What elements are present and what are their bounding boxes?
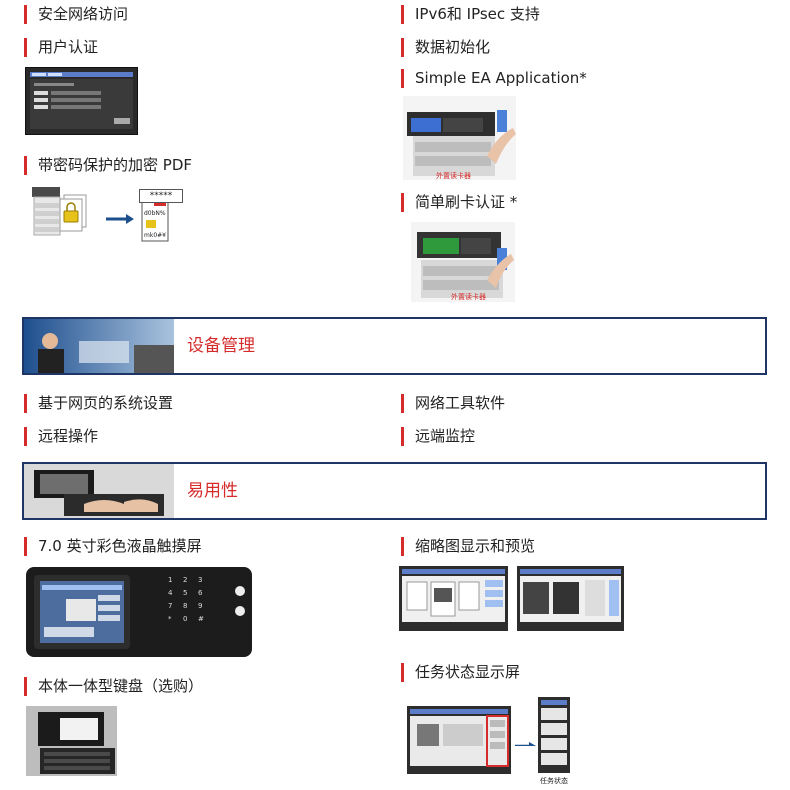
thumbnail-screen-2 <box>517 566 624 631</box>
key-9: 9 <box>198 602 203 610</box>
feature-thumbnail-preview: 缩略图显示和预览 <box>401 536 535 556</box>
feature-secure-network-access: 安全网络访问 <box>24 4 128 24</box>
pdf-password-field: ***** <box>139 189 183 203</box>
feature-card-authentication: 简单刷卡认证 * <box>401 192 517 212</box>
feature-data-initialization: 数据初始化 <box>401 37 490 57</box>
svg-text:d0bN%: d0bN% <box>144 210 166 217</box>
key-7: 7 <box>168 602 173 610</box>
job-status-arrow-icon <box>515 736 537 746</box>
card-reader-caption-2: 外置读卡器 <box>451 293 486 301</box>
thumbnail-screen-1 <box>399 566 508 631</box>
job-status-panel-image <box>538 697 570 773</box>
feature-remote-monitoring: 远端监控 <box>401 426 475 446</box>
numeric-keypad: 1 2 3 4 5 6 7 8 9 * 0 # <box>168 576 212 623</box>
device-management-banner: 设备管理 <box>22 317 767 375</box>
key-3: 3 <box>198 576 203 584</box>
card-auth-device-photo <box>411 222 515 302</box>
key-0: 0 <box>183 615 188 623</box>
feature-remote-operation: 远程操作 <box>24 426 98 446</box>
feature-encrypted-pdf: 带密码保护的加密 PDF <box>24 155 192 175</box>
key-hash: # <box>198 615 204 623</box>
simple-ea-device-photo <box>403 96 516 180</box>
touch-panel-image <box>26 567 252 657</box>
key-2: 2 <box>183 576 188 584</box>
usability-photo <box>24 464 174 518</box>
job-status-main-screen <box>407 706 511 774</box>
user-auth-screen-image <box>25 67 138 135</box>
usability-banner: 易用性 <box>22 462 767 520</box>
integrated-keyboard-photo <box>26 706 117 776</box>
feature-user-authentication: 用户认证 <box>24 37 98 57</box>
key-6: 6 <box>198 589 203 597</box>
device-management-title: 设备管理 <box>187 336 255 356</box>
job-status-caption: 任务状态 <box>540 777 568 785</box>
feature-ipv6-ipsec: IPv6和 IPsec 支持 <box>401 4 540 24</box>
feature-touchscreen: 7.0 英寸彩色液晶触摸屏 <box>24 536 202 556</box>
feature-integrated-keyboard: 本体一体型键盘（选购） <box>24 676 203 696</box>
usability-title: 易用性 <box>187 481 238 501</box>
key-1: 1 <box>168 576 173 584</box>
feature-network-tool-software: 网络工具软件 <box>401 393 505 413</box>
card-reader-caption-1: 外置读卡器 <box>436 172 471 180</box>
key-5: 5 <box>183 589 188 597</box>
key-star: * <box>168 615 172 623</box>
feature-simple-ea-application: Simple EA Application* <box>401 68 587 88</box>
key-8: 8 <box>183 602 188 610</box>
feature-job-status-screen: 任务状态显示屏 <box>401 662 520 682</box>
svg-text:mk0#¥: mk0#¥ <box>144 232 166 239</box>
encrypted-pdf-illustration: d0bN% mk0#¥ <box>30 183 200 249</box>
feature-web-system-settings: 基于网页的系统设置 <box>24 393 173 413</box>
device-management-photo <box>24 319 174 373</box>
key-4: 4 <box>168 589 173 597</box>
